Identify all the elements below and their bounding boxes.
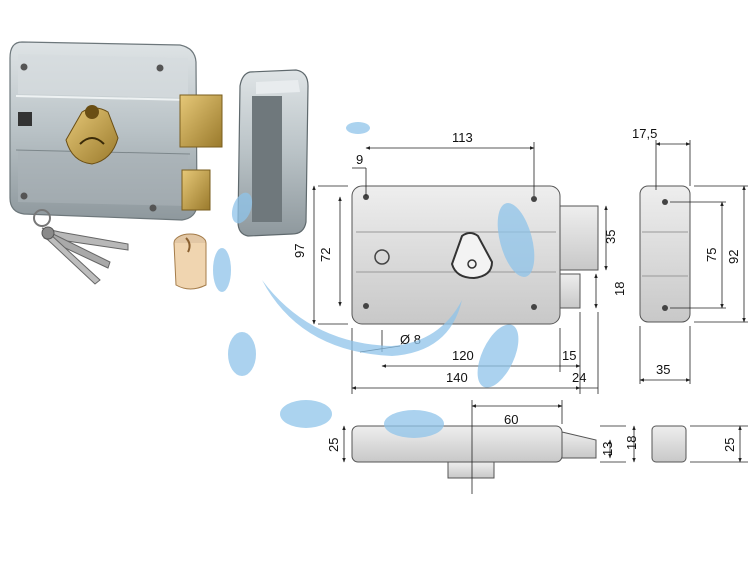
dim-13: 13	[600, 442, 615, 456]
cylinder-plug-photo	[173, 233, 207, 290]
dim-75: 75	[704, 248, 719, 262]
lock-body-photo	[9, 41, 223, 221]
dimension-labels: 113 9 97 72 35 18 Ø 8 120 15 140 24 17,5…	[292, 126, 741, 456]
dim-72: 72	[318, 248, 333, 262]
dim-92: 92	[726, 250, 741, 264]
dim-35-bolt: 35	[603, 230, 618, 244]
dim-97: 97	[292, 244, 307, 258]
dim-113: 113	[452, 130, 473, 145]
dim-140: 140	[446, 370, 468, 385]
dim-25-bottom: 25	[326, 438, 341, 452]
watermark	[213, 122, 535, 438]
dim-17-5: 17,5	[632, 126, 657, 141]
dim-25-side: 25	[722, 438, 737, 452]
dim-9: 9	[356, 152, 363, 167]
dim-24: 24	[572, 370, 586, 385]
dim-18-bolt: 18	[612, 282, 627, 296]
front-view-drawing	[351, 185, 599, 325]
keeper-photo	[237, 69, 309, 237]
dim-60: 60	[504, 412, 518, 427]
keys-photo	[33, 209, 129, 285]
dim-120: 120	[452, 348, 474, 363]
front-view-dimensions	[312, 142, 608, 394]
dim-18-bottom: 18	[624, 436, 639, 450]
dim-15: 15	[562, 348, 576, 363]
dim-35-keeper: 35	[656, 362, 670, 377]
keeper-side-drawing	[639, 140, 748, 384]
